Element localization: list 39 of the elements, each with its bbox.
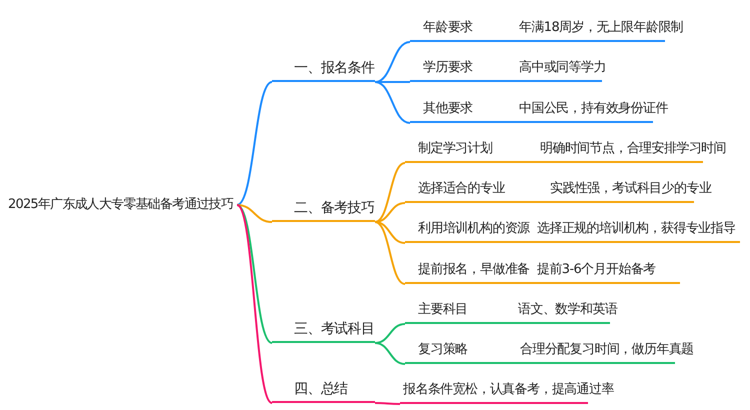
branch-label: 四、总结 bbox=[294, 380, 348, 398]
topic-label: 利用培训机构的资源 bbox=[418, 220, 530, 238]
topic-label: 学历要求 bbox=[423, 59, 473, 77]
branch-connector bbox=[374, 81, 410, 124]
branch-connector bbox=[374, 41, 410, 83]
detail-text: 选择正规的培训机构，获得专业指导 bbox=[537, 220, 736, 238]
branch-connector bbox=[236, 204, 272, 223]
topic-label: 选择适合的专业 bbox=[418, 180, 505, 198]
detail-text: 合理分配复习时间，做历年真题 bbox=[520, 341, 694, 359]
branch-label: 三、考试科目 bbox=[294, 320, 374, 338]
branch-connector bbox=[374, 221, 406, 244]
topic-label: 复习策略 bbox=[418, 341, 468, 359]
branch-connector bbox=[375, 402, 400, 405]
topic-label: 制定学习计划 bbox=[418, 140, 492, 158]
detail-text: 报名条件宽松，认真备考，提高通过率 bbox=[403, 381, 614, 399]
detail-text: 实践性强，考试科目少的专业 bbox=[550, 180, 712, 198]
central-topic: 2025年广东成人大专零基础备考通过技巧 bbox=[8, 194, 234, 216]
topic-label: 其他要求 bbox=[423, 100, 473, 118]
subtopic-line bbox=[405, 259, 680, 284]
detail-text: 年满18周岁，无上限年龄限制 bbox=[519, 19, 684, 37]
branch-label: 一、报名条件 bbox=[294, 59, 374, 77]
branch-connector bbox=[375, 81, 410, 83]
topic-label: 年龄要求 bbox=[423, 19, 473, 37]
detail-text: 中国公民，持有效身份证件 bbox=[519, 100, 668, 118]
detail-text: 高中或同等学力 bbox=[519, 59, 606, 77]
branch-connector bbox=[374, 323, 406, 344]
subtopic-line bbox=[405, 218, 740, 243]
branch-connector bbox=[374, 162, 406, 223]
branch-connector bbox=[374, 221, 406, 285]
branch-connector bbox=[374, 202, 406, 223]
topic-label: 主要科目 bbox=[418, 301, 468, 319]
detail-text: 提前3-6个月开始备考 bbox=[537, 261, 656, 279]
topic-label: 提前报名，早做准备 bbox=[418, 261, 530, 279]
branch-connector bbox=[236, 204, 273, 404]
branch-connector bbox=[236, 81, 273, 206]
detail-text: 语文、数学和英语 bbox=[518, 301, 618, 319]
branch-label: 二、备考技巧 bbox=[294, 199, 374, 217]
branch-connector bbox=[374, 342, 406, 365]
detail-text: 明确时间节点，合理安排学习时间 bbox=[540, 140, 726, 158]
